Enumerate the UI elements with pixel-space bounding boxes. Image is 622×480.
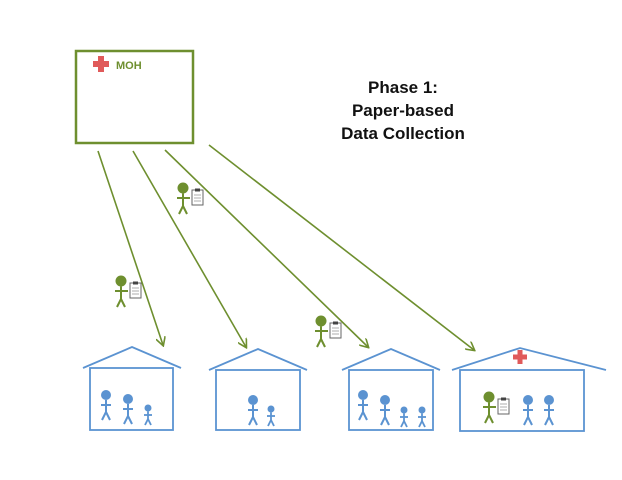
- child-icon: [266, 404, 276, 427]
- house-roof: [341, 348, 441, 371]
- title-line-1: Phase 1:: [368, 78, 438, 97]
- child-icon: [417, 405, 427, 428]
- adult-icon: [522, 394, 534, 426]
- house-roof: [82, 346, 182, 369]
- clinic-walls: [459, 369, 585, 432]
- moh-label: MOH: [116, 60, 142, 72]
- house-walls: [348, 369, 434, 431]
- house-1: [82, 346, 182, 431]
- red-cross-icon: [513, 350, 527, 364]
- health-worker-icon: [482, 390, 510, 424]
- adult-icon: [122, 393, 134, 425]
- health-worker-icon: [314, 314, 342, 348]
- arrow-to-house-1: [97, 150, 163, 345]
- house-roof: [208, 348, 308, 371]
- arrow-to-house-3: [164, 149, 368, 347]
- arrow-to-house-2: [132, 150, 246, 347]
- house-walls: [215, 369, 301, 431]
- title-line-2: Paper-based: [351, 101, 455, 120]
- child-icon: [399, 405, 409, 428]
- adult-icon: [357, 389, 369, 421]
- clinic: [451, 347, 607, 432]
- health-worker-icon: [114, 274, 142, 308]
- adult-icon: [100, 389, 112, 421]
- house-2: [208, 348, 308, 431]
- title-line-3: Data Collection: [341, 124, 465, 143]
- clinic-roof: [451, 347, 607, 371]
- adult-icon: [379, 394, 391, 426]
- child-icon: [143, 403, 153, 426]
- house-3: [341, 348, 441, 431]
- adult-icon: [543, 394, 555, 426]
- arrow-to-clinic: [208, 144, 474, 350]
- health-worker-icon: [176, 181, 204, 215]
- house-walls: [89, 367, 174, 431]
- adult-icon: [247, 394, 259, 426]
- red-cross-icon: [93, 56, 109, 72]
- phase-title: Phase 1: Paper-based Data Collection: [318, 76, 488, 145]
